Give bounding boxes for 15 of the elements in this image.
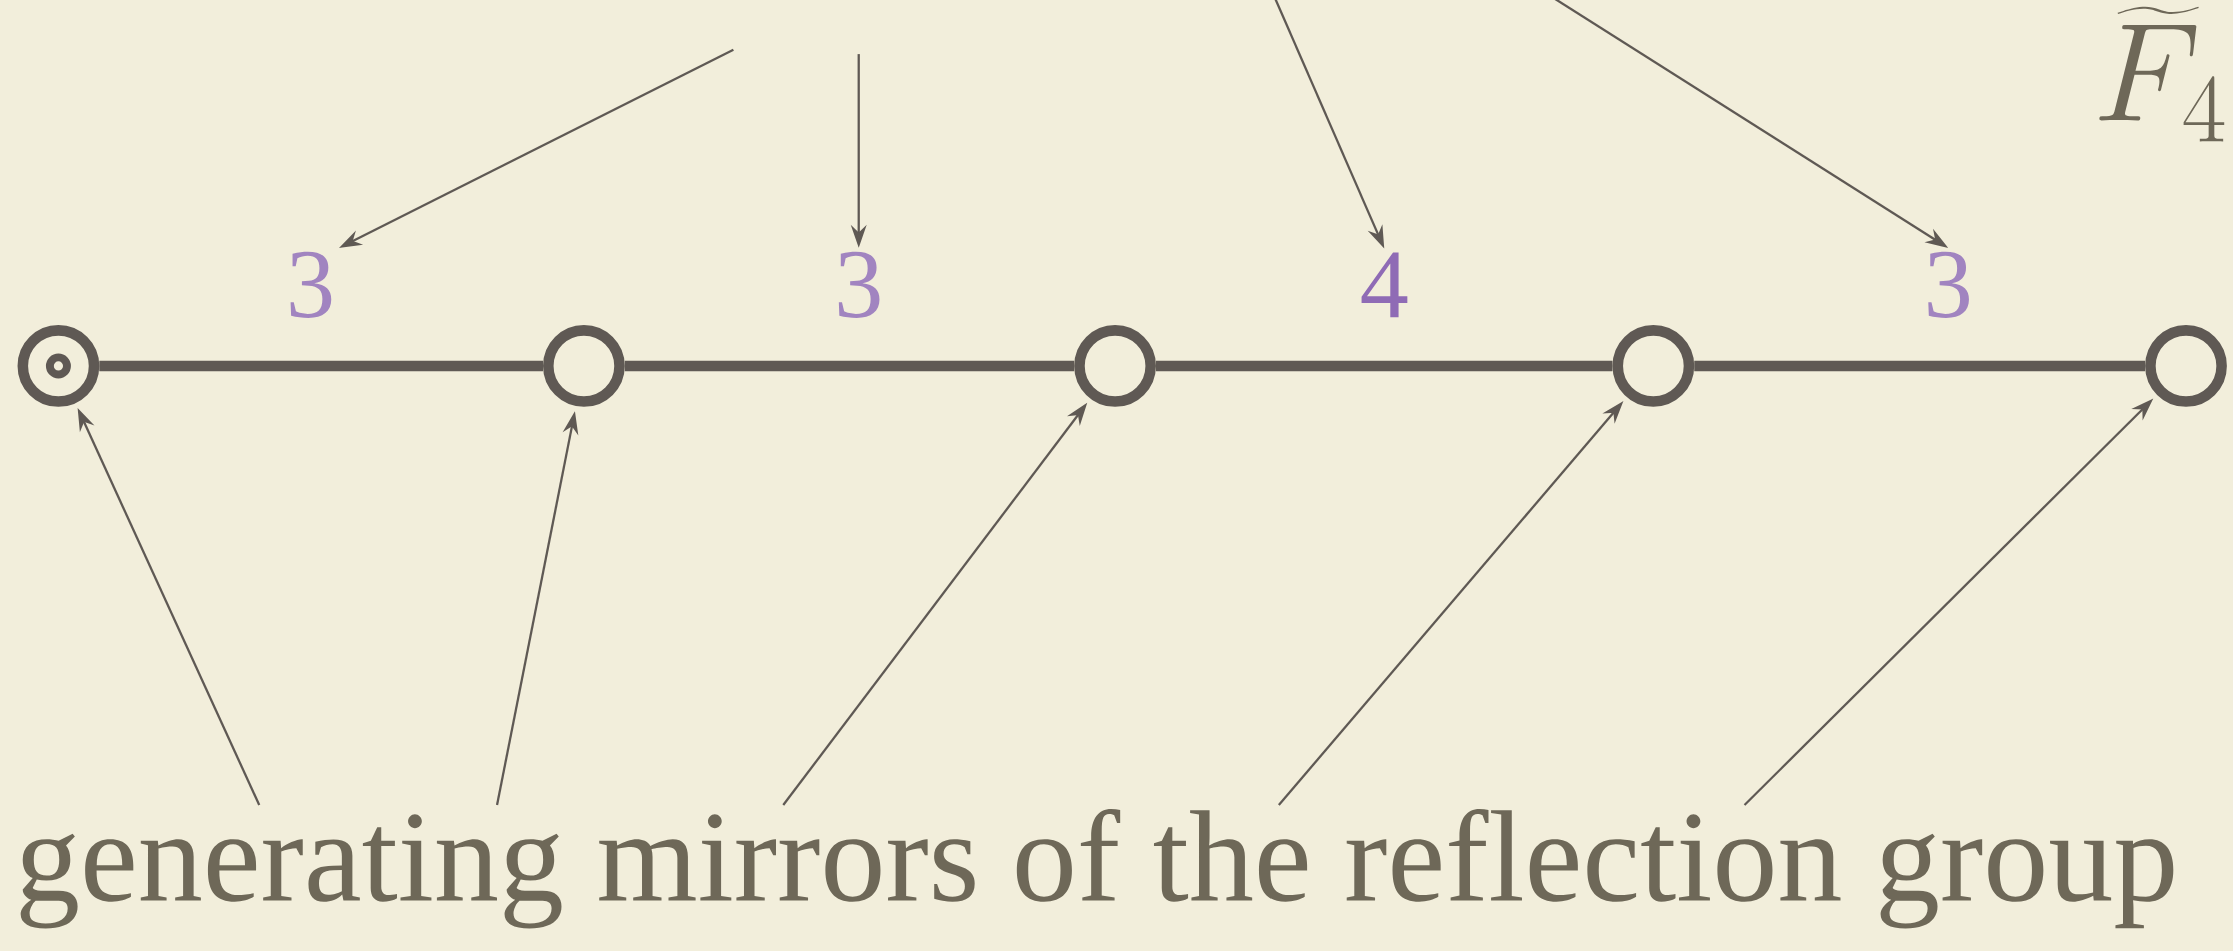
circle-node (543, 324, 625, 407)
edge-label: 4 (1361, 252, 1408, 318)
diagram-name-formula: $\widetilde{F}_4$ (2099, 6, 2225, 142)
circle-node (1074, 324, 1156, 407)
circle-node (1612, 324, 1695, 407)
connecting-line (624, 360, 1075, 372)
caption-text: generating mirrors of the reflection group (20, 808, 2174, 929)
connecting-line (1155, 360, 1613, 372)
edge-label: 3 (1928, 251, 1969, 318)
edge-label: 3 (290, 251, 332, 318)
connecting-line (99, 360, 544, 372)
edge-label: 3 (838, 251, 880, 318)
connecting-line (1694, 360, 2146, 372)
ringed-dot-node (17, 324, 100, 407)
circle-node (2145, 324, 2227, 407)
